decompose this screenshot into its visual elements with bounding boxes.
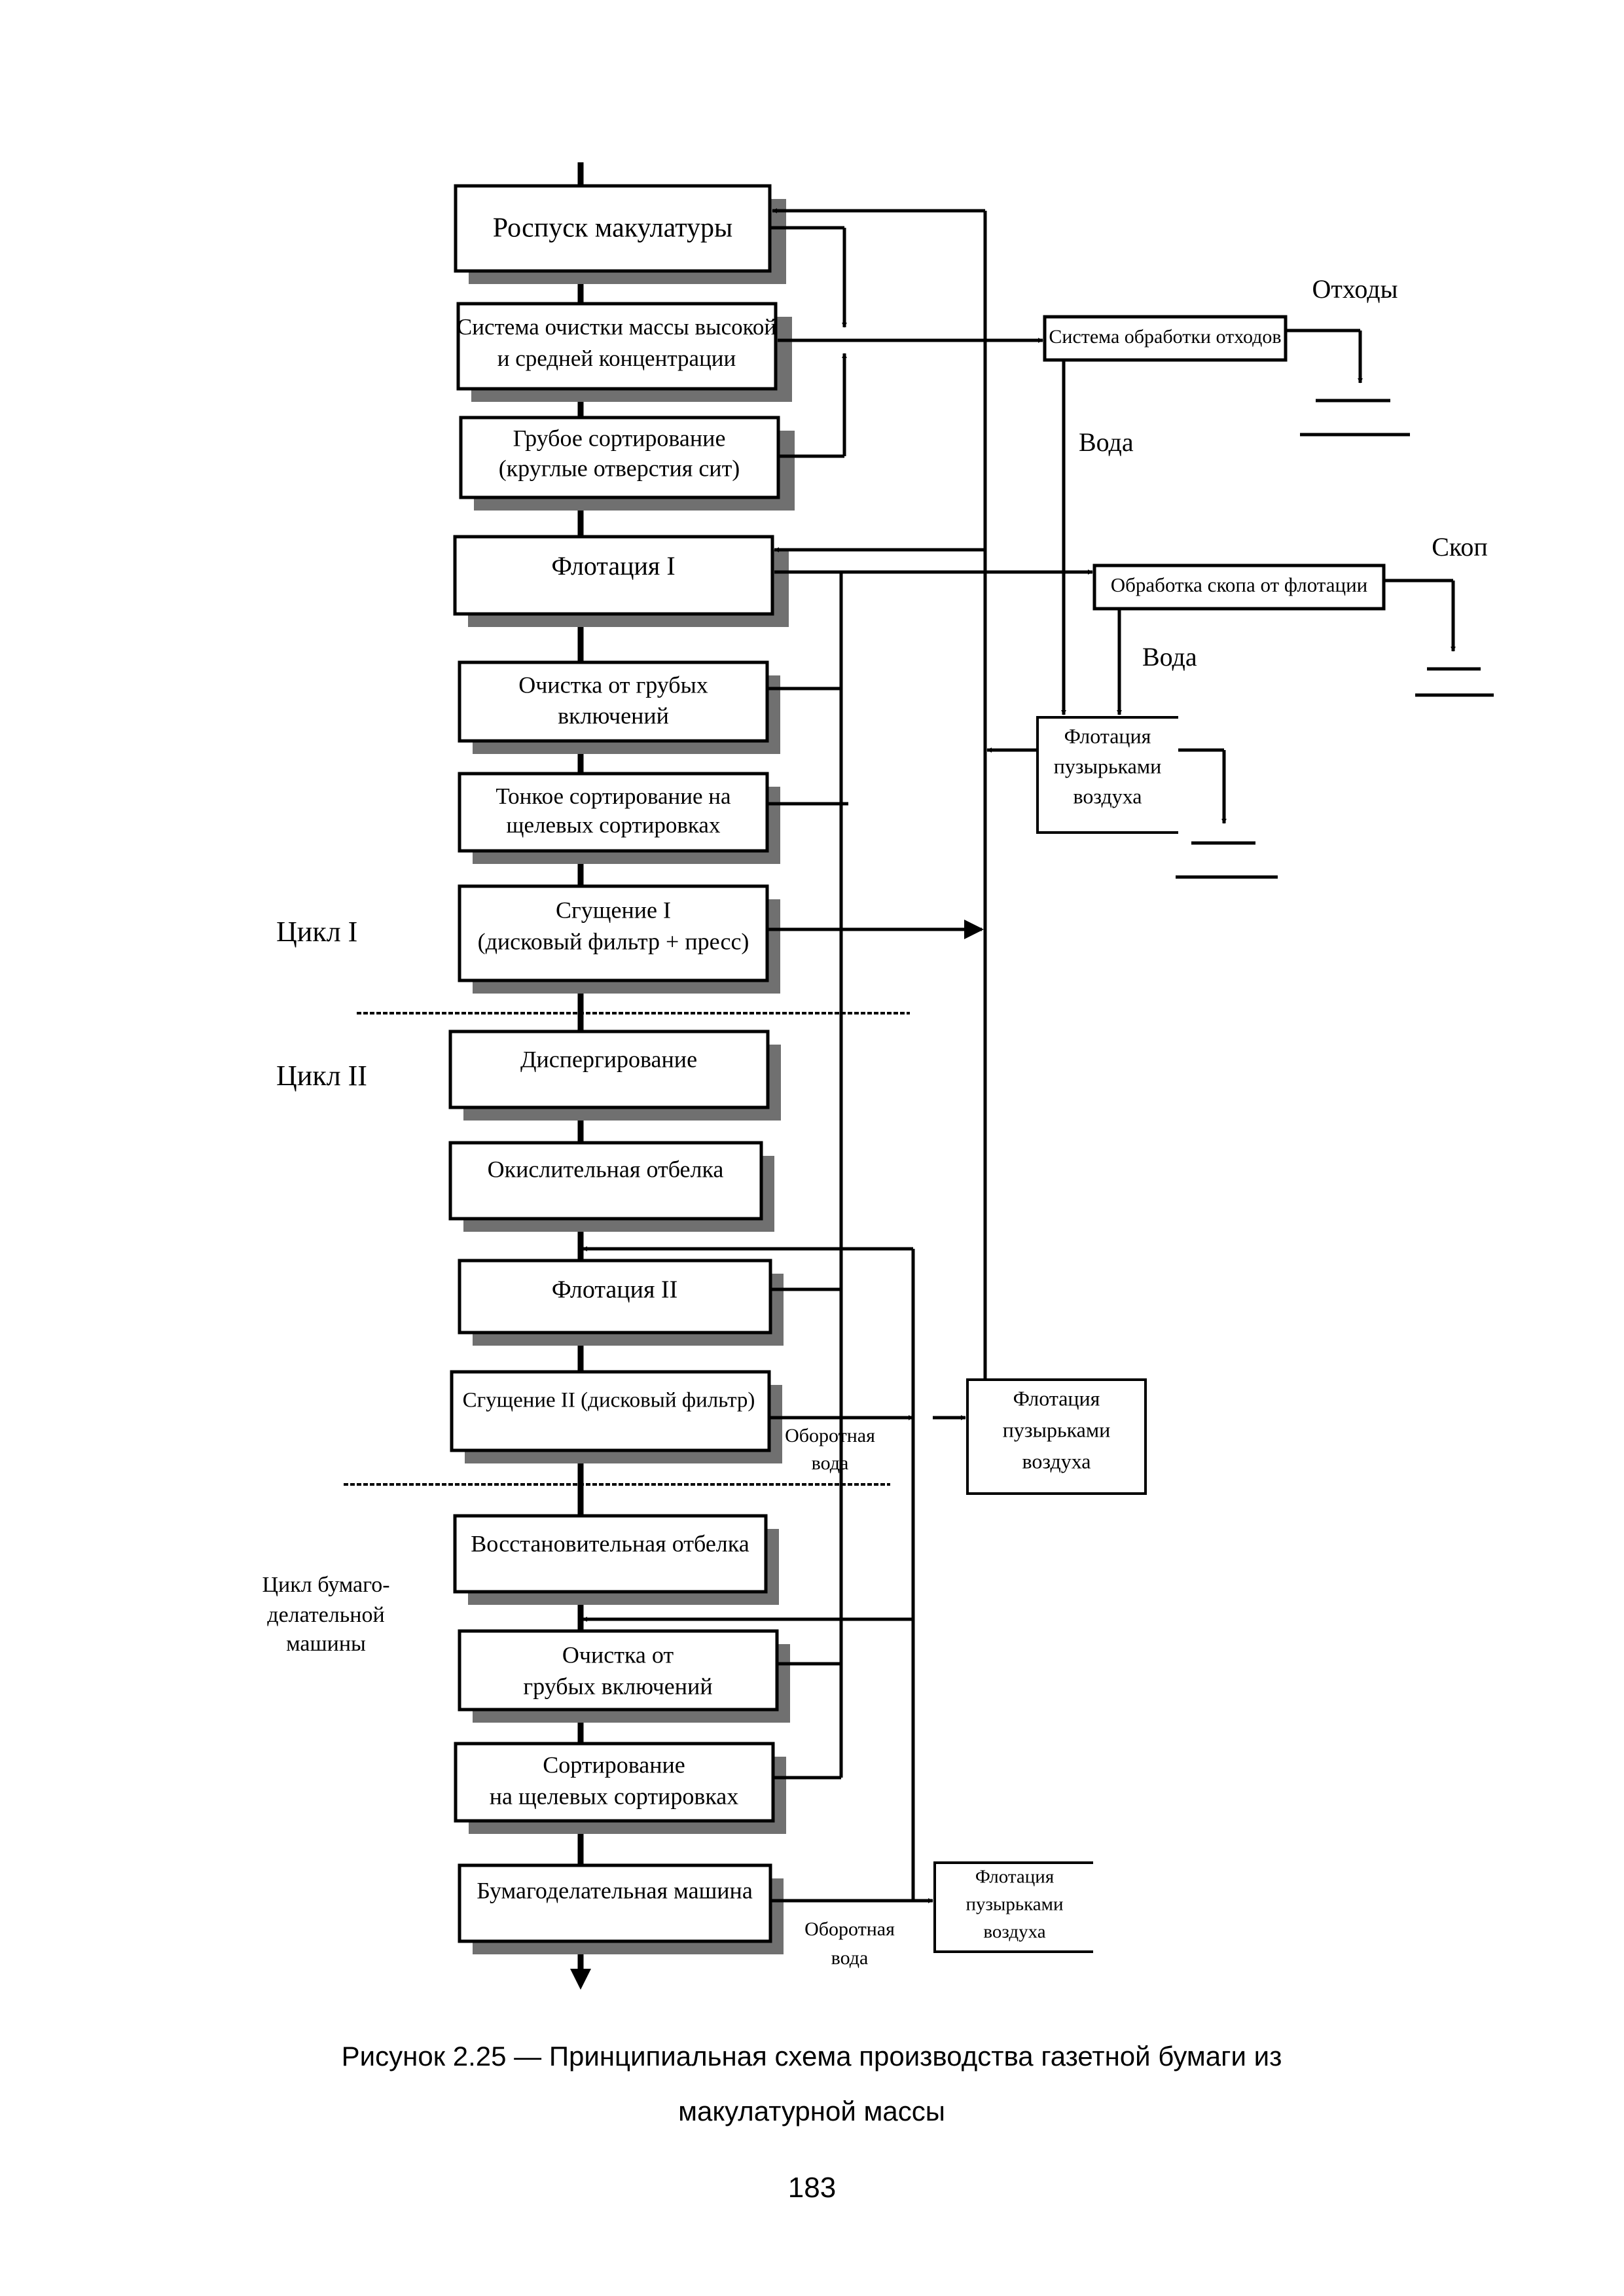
- process-step-pulping: Роспуск макулатуры: [454, 184, 786, 284]
- thickening-1-label-1: Сгущение I: [556, 897, 671, 923]
- sludge-treatment-label: Обработка скопа от флотации: [1111, 573, 1368, 596]
- air-flotation-3-label-1: Флотация: [975, 1867, 1054, 1888]
- air-flotation-1-label-1: Флотация: [1064, 724, 1151, 747]
- figure-caption-line-2: макулатурной массы: [678, 2096, 945, 2126]
- sludge-label: Скоп: [1432, 532, 1488, 562]
- process-step-flotation-2: Флотация II: [458, 1259, 784, 1346]
- air-flotation-1-label-2: пузырьками: [1054, 754, 1162, 778]
- recycle-water-label-2b: вода: [831, 1947, 869, 1969]
- coarse-cleaning-1-label-2: включений: [558, 702, 669, 728]
- process-step-thickening-2: Сгущение II (дисковый фильтр): [450, 1370, 782, 1463]
- connectors: [582, 208, 1456, 1903]
- thickening-2-label: Сгущение II (дисковый фильтр): [463, 1389, 755, 1412]
- flotation-1-label: Флотация I: [551, 551, 675, 581]
- page-number: 183: [787, 2172, 837, 2204]
- recycle-water-label-2a: Оборотная: [804, 1918, 895, 1940]
- air-flotation-3-label-3: воздуха: [983, 1922, 1045, 1943]
- waste-treatment-label: Система обработки отходов: [1049, 326, 1281, 348]
- cycle-pm-label-1: Цикл бумаго-: [262, 1573, 389, 1597]
- coarse-cleaning-2-label-2: грубых включений: [523, 1673, 712, 1699]
- output-arrow: [570, 1969, 591, 1990]
- air-flotation-unit-1: Флотация пузырьками воздуха: [1036, 716, 1178, 834]
- process-step-reductive-bleaching: Восстановительная отбелка: [453, 1514, 779, 1605]
- thickening-1-label-2: (дисковый фильтр + пресс): [478, 928, 749, 954]
- process-step-coarse-cleaning-2: Очистка от грубых включений: [458, 1629, 790, 1723]
- pulping-label: Роспуск макулатуры: [493, 213, 732, 243]
- process-step-paper-machine: Бумагоделательная машина: [458, 1863, 784, 1954]
- air-flotation-1-label-3: воздуха: [1073, 784, 1142, 808]
- coarse-screening-label-2: (круглые отверстия сит): [499, 455, 740, 481]
- waste-label: Отходы: [1312, 274, 1398, 304]
- process-step-fine-screening: Тонкое сортирование на щелевых сортировк…: [458, 772, 780, 864]
- air-flotation-2-label-3: воздуха: [1022, 1449, 1091, 1473]
- ground-symbol-sludge: [1415, 667, 1494, 697]
- water-label-2: Вода: [1142, 642, 1197, 672]
- air-flotation-unit-3: Флотация пузырьками воздуха: [933, 1861, 1093, 1953]
- paper-machine-label: Бумагоделательная машина: [477, 1877, 753, 1903]
- process-step-coarse-screening: Грубое сортирование (круглые отверстия с…: [459, 416, 795, 511]
- cycle-pm-label-3: машины: [286, 1632, 366, 1656]
- sludge-treatment-unit: Обработка скопа от флотации: [1092, 564, 1386, 611]
- flotation-2-label: Флотация II: [552, 1276, 678, 1304]
- process-step-dispersing: Диспергирование: [448, 1030, 781, 1121]
- slot-screening-label-1: Сортирование: [543, 1751, 685, 1778]
- coarse-screening-label-1: Грубое сортирование: [513, 425, 726, 451]
- cycle-pm-label-2: делательной: [267, 1603, 384, 1627]
- process-step-hc-cleaning: Система очистки массы высокой и средней …: [456, 302, 792, 402]
- figure-caption: Рисунок 2.25 — Принципиальная схема прои…: [196, 2029, 1427, 2139]
- air-flotation-unit-2: Флотация пузырьками воздуха: [966, 1378, 1147, 1495]
- fine-screening-label-1: Тонкое сортирование на: [496, 783, 731, 809]
- hc-cleaning-label-2: и средней концентрации: [497, 346, 736, 371]
- hc-cleaning-label-1: Система очистки массы высокой: [457, 314, 776, 340]
- cycle-1-label: Цикл I: [276, 916, 357, 948]
- slot-screening-label-2: на щелевых сортировках: [490, 1783, 739, 1809]
- recycle-water-label-1b: вода: [812, 1452, 849, 1474]
- coarse-cleaning-1-label-1: Очистка от грубых: [518, 672, 708, 698]
- recycle-water-label-1a: Оборотная: [785, 1425, 875, 1446]
- process-step-thickening-1: Сгущение I (дисковый фильтр + пресс): [458, 884, 780, 994]
- air-flotation-2-label-2: пузырьками: [1003, 1418, 1111, 1441]
- water-label-1: Вода: [1079, 427, 1134, 457]
- dispersing-label: Диспергирование: [520, 1046, 697, 1072]
- ground-symbol-air-flotation: [1176, 841, 1278, 879]
- air-flotation-2-label-1: Флотация: [1013, 1386, 1100, 1410]
- oxidative-bleaching-label: Окислительная отбелка: [488, 1156, 724, 1182]
- ground-symbol-waste: [1300, 399, 1410, 437]
- process-step-flotation-1: Флотация I: [453, 535, 789, 627]
- process-step-slot-screening: Сортирование на щелевых сортировках: [454, 1742, 786, 1834]
- figure-caption-line-1: Рисунок 2.25 — Принципиальная схема прои…: [341, 2041, 1282, 2072]
- fine-screening-label-2: щелевых сортировках: [507, 812, 721, 838]
- process-step-coarse-cleaning-1: Очистка от грубых включений: [458, 660, 780, 754]
- cycle-2-label: Цикл II: [276, 1060, 367, 1092]
- coarse-cleaning-2-label-1: Очистка от: [562, 1641, 674, 1668]
- reductive-bleaching-label: Восстановительная отбелка: [471, 1530, 749, 1556]
- process-step-oxidative-bleaching: Окислительная отбелка: [448, 1141, 774, 1232]
- air-flotation-3-label-2: пузырьками: [965, 1894, 1063, 1915]
- waste-treatment-unit: Система обработки отходов: [1043, 315, 1288, 362]
